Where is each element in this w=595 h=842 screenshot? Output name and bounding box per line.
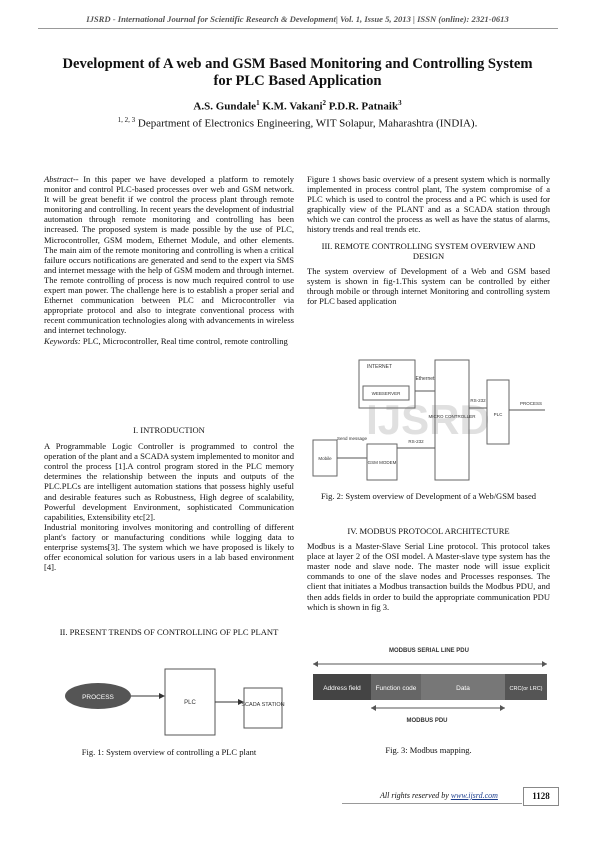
author-line: A.S. Gundale1 K.M. Vakani2 P.D.R. Patnai… (0, 99, 595, 113)
fig2-micro-box (434, 359, 470, 481)
abstract-text: In this paper we have developed a platfo… (44, 174, 294, 336)
fig2-mobile-label: Mobile (318, 456, 332, 461)
section-heading-remote: III. REMOTE CONTROLLING SYSTEM OVERVIEW … (321, 240, 536, 261)
fig3-pdu-arrow-right (500, 705, 505, 711)
fig2-webserver-label: WEBSERVER (372, 391, 401, 396)
author-name: K.M. Vakani (262, 100, 323, 113)
fig1-process-node (65, 683, 131, 709)
footer-rule (342, 803, 522, 804)
right-paragraph-1: Figure 1 shows basic overview of a prese… (307, 174, 550, 235)
fig1-plc-box (164, 668, 216, 736)
figure-2-diagram: IJSRD INTERNET WEBSERVER Ethernet MICRO … (307, 356, 550, 486)
fig2-webserver-box (362, 385, 410, 401)
figure-2-caption: Fig. 2: System overview of Development o… (321, 491, 536, 501)
author-sup: 3 (398, 99, 402, 107)
figure-3-caption: Fig. 3: Modbus mapping. (385, 745, 472, 755)
fig3-field-address (313, 674, 371, 700)
affiliation: 1, 2, 3 Department of Electronics Engine… (0, 116, 595, 130)
fig2-watermark: IJSRD (366, 396, 490, 443)
right-column-modbus: IV. MODBUS PROTOCOL ARCHITECTURE Modbus … (307, 526, 550, 612)
fig3-span-arrow-left (313, 661, 318, 667)
running-header: IJSRD - International Journal for Scient… (86, 14, 509, 24)
section-heading-present-trends: II. PRESENT TRENDS OF CONTROLLING OF PLC… (59, 627, 279, 637)
fig3-field-data (421, 674, 505, 700)
right-column-top: Figure 1 shows basic overview of a prese… (307, 174, 550, 306)
keywords-label: Keywords: (44, 335, 81, 346)
fig2-send-message-label: Send message (337, 436, 368, 441)
section-heading-modbus: IV. MODBUS PROTOCOL ARCHITECTURE (347, 526, 510, 536)
fig3-pdu-label: MODBUS PDU (406, 718, 447, 724)
fig1-scada-label: SCADA STATION (241, 702, 284, 708)
abstract: Abstract-- In this paper we have develop… (44, 174, 294, 336)
fig2-ethernet-label: Ethernet (416, 376, 436, 382)
fig3-field-data-label: Data (456, 685, 470, 692)
author-name: A.S. Gundale (193, 100, 257, 113)
keywords-text: PLC, Microcontroller, Real time control,… (80, 335, 288, 346)
fig3-field-crc (505, 674, 547, 700)
fig2-micro-label: MICRO CONTROLLER (428, 414, 476, 419)
header-rule (38, 28, 558, 29)
section-heading-present-trends-wrap: II. PRESENT TRENDS OF CONTROLLING OF PLC… (44, 627, 294, 637)
fig2-internet-box (358, 359, 416, 409)
fig2-plc-label: PLC (494, 412, 504, 417)
figure-1-caption: Fig. 1: System overview of controlling a… (81, 747, 257, 757)
fig2-plc-box (486, 379, 510, 445)
footer-rights-text: All rights reserved by (380, 791, 451, 800)
right-paragraph-2: The system overview of Development of a … (307, 265, 550, 307)
fig3-field-function-label: Function code (376, 685, 417, 692)
fig2-gsm-label: GSM MODEM (368, 460, 397, 465)
fig1-process-label: PROCESS (82, 694, 114, 701)
fig3-serial-pdu-label: MODBUS SERIAL LINE PDU (389, 648, 469, 654)
author-sup: 2 (322, 99, 327, 107)
fig3-span-arrow-right (542, 661, 547, 667)
left-column-top: Abstract-- In this paper we have develop… (44, 174, 294, 346)
intro-paragraph-1: A Programmable Logic Controller is progr… (44, 441, 294, 522)
section-heading-intro: I. INTRODUCTION (133, 425, 205, 435)
footer-site-link[interactable]: www.ijsrd.com (450, 791, 498, 800)
page-number: 1128 (523, 787, 559, 806)
author-name: P.D.R. Patnaik (328, 100, 399, 113)
fig2-gsm-box (366, 443, 398, 481)
fig1-scada-box (243, 687, 283, 729)
affiliation-sup: 1, 2, 3 (117, 116, 136, 124)
figure-1-diagram: PROCESS PLC SCADA STATION (65, 668, 285, 736)
fig2-internet-label: INTERNET (367, 364, 392, 370)
paper-title: Development of A web and GSM Based Monit… (62, 56, 533, 89)
fig3-field-address-label: Address field (323, 685, 361, 692)
intro-paragraph-2: Industrial monitoring involves monitorin… (44, 521, 294, 573)
fig3-field-function (371, 674, 421, 700)
fig1-plc-label: PLC (184, 700, 196, 706)
fig1-arrowhead (159, 693, 165, 699)
affiliation-text: Department of Electronics Engineering, W… (137, 117, 478, 130)
author-sup: 1 (256, 99, 260, 107)
right-paragraph-3: Modbus is a Master-Slave Serial Line pro… (307, 541, 550, 612)
abstract-label: Abstract-- (44, 174, 79, 184)
fig3-pdu-arrow-left (371, 705, 376, 711)
fig2-rs232-label-b: RS-232 (408, 439, 424, 444)
footer-rights: All rights reserved by www.ijsrd.com (380, 791, 498, 800)
fig1-arrowhead-2 (238, 699, 244, 705)
left-column-intro: I. INTRODUCTION A Programmable Logic Con… (44, 425, 294, 572)
figure-3-diagram: MODBUS SERIAL LINE PDU Address field Fun… (313, 648, 547, 724)
fig3-field-crc-label: CRC(or LRC) (510, 686, 543, 692)
fig2-rs232-label-a: RS-232 (470, 398, 486, 403)
fig2-process-label: PROCESS (520, 401, 542, 406)
keywords: Keywords: PLC, Microcontroller, Real tim… (44, 336, 294, 346)
